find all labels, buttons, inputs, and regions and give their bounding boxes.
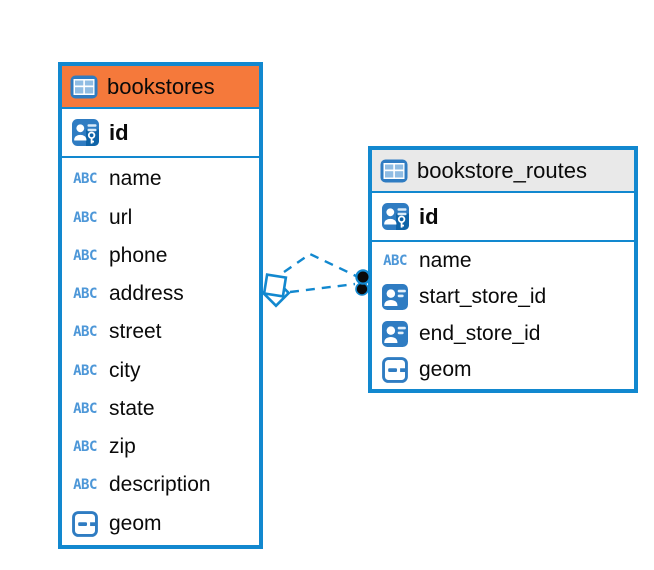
column-label: end_store_id: [419, 321, 541, 345]
geometry-type-icon: [70, 511, 100, 537]
table-header[interactable]: bookstore_routes: [372, 150, 634, 193]
table-title: bookstores: [107, 73, 215, 99]
column-label: start_store_id: [419, 285, 547, 309]
column-row[interactable]: start_store_id: [372, 279, 634, 315]
table-bookstores[interactable]: bookstores id ABC name ABC url ABC phone…: [58, 62, 263, 549]
text-type-icon: ABC: [73, 439, 97, 456]
primary-key-icon: [380, 203, 410, 230]
column-label: state: [109, 396, 155, 420]
column-list: ABC name start_store_id end_store_id geo…: [372, 242, 634, 389]
column-label: city: [109, 358, 141, 382]
table-bookstore-routes[interactable]: bookstore_routes id ABC name start_store…: [368, 146, 638, 393]
column-row[interactable]: ABC street: [62, 314, 259, 350]
column-label: url: [109, 205, 133, 229]
column-row[interactable]: ABC url: [62, 200, 259, 236]
column-label: street: [109, 320, 162, 344]
text-type-icon: ABC: [383, 253, 407, 270]
primary-key-label: id: [419, 203, 439, 229]
column-row[interactable]: ABC zip: [62, 429, 259, 465]
column-row[interactable]: ABC phone: [62, 238, 259, 274]
column-row[interactable]: ABC name: [62, 161, 259, 197]
text-type-icon: ABC: [73, 171, 97, 188]
primary-key-row[interactable]: id: [372, 193, 634, 242]
table-icon: [70, 75, 98, 99]
column-row[interactable]: geom: [62, 506, 259, 542]
primary-key-icon: [70, 119, 100, 146]
column-label: geom: [109, 511, 162, 535]
table-header[interactable]: bookstores: [62, 66, 259, 109]
relationship-connector[interactable]: [261, 252, 371, 308]
column-row[interactable]: ABC address: [62, 276, 259, 312]
foreign-key-icon: [380, 284, 410, 310]
table-title: bookstore_routes: [417, 157, 587, 183]
column-label: address: [109, 282, 184, 306]
column-label: geom: [419, 357, 472, 381]
column-list: ABC name ABC url ABC phone ABC address A…: [62, 158, 259, 545]
relationship-diamond-back: [261, 278, 291, 308]
text-type-icon: ABC: [73, 247, 97, 264]
text-type-icon: ABC: [73, 362, 97, 379]
relationship-line-lower: [289, 282, 356, 294]
column-row[interactable]: ABC description: [62, 467, 259, 503]
text-type-icon: ABC: [73, 477, 97, 494]
column-label: description: [109, 473, 211, 497]
column-label: name: [419, 249, 472, 273]
column-label: zip: [109, 435, 136, 459]
relationship-dot-back: [355, 282, 369, 296]
relationship-line-upper: [283, 252, 357, 278]
primary-key-row[interactable]: id: [62, 109, 259, 158]
column-row[interactable]: end_store_id: [372, 316, 634, 352]
table-icon: [380, 159, 408, 183]
text-type-icon: ABC: [73, 324, 97, 341]
column-row[interactable]: ABC name: [372, 243, 634, 279]
text-type-icon: ABC: [73, 209, 97, 226]
primary-key-label: id: [109, 119, 129, 145]
column-label: name: [109, 167, 162, 191]
foreign-key-icon: [380, 321, 410, 347]
column-row[interactable]: ABC city: [62, 353, 259, 389]
column-label: phone: [109, 243, 168, 267]
text-type-icon: ABC: [73, 400, 97, 417]
text-type-icon: ABC: [73, 286, 97, 303]
column-row[interactable]: geom: [372, 352, 634, 388]
geometry-type-icon: [380, 357, 410, 383]
column-row[interactable]: ABC state: [62, 391, 259, 427]
relationship-diamond-front: [262, 273, 288, 298]
